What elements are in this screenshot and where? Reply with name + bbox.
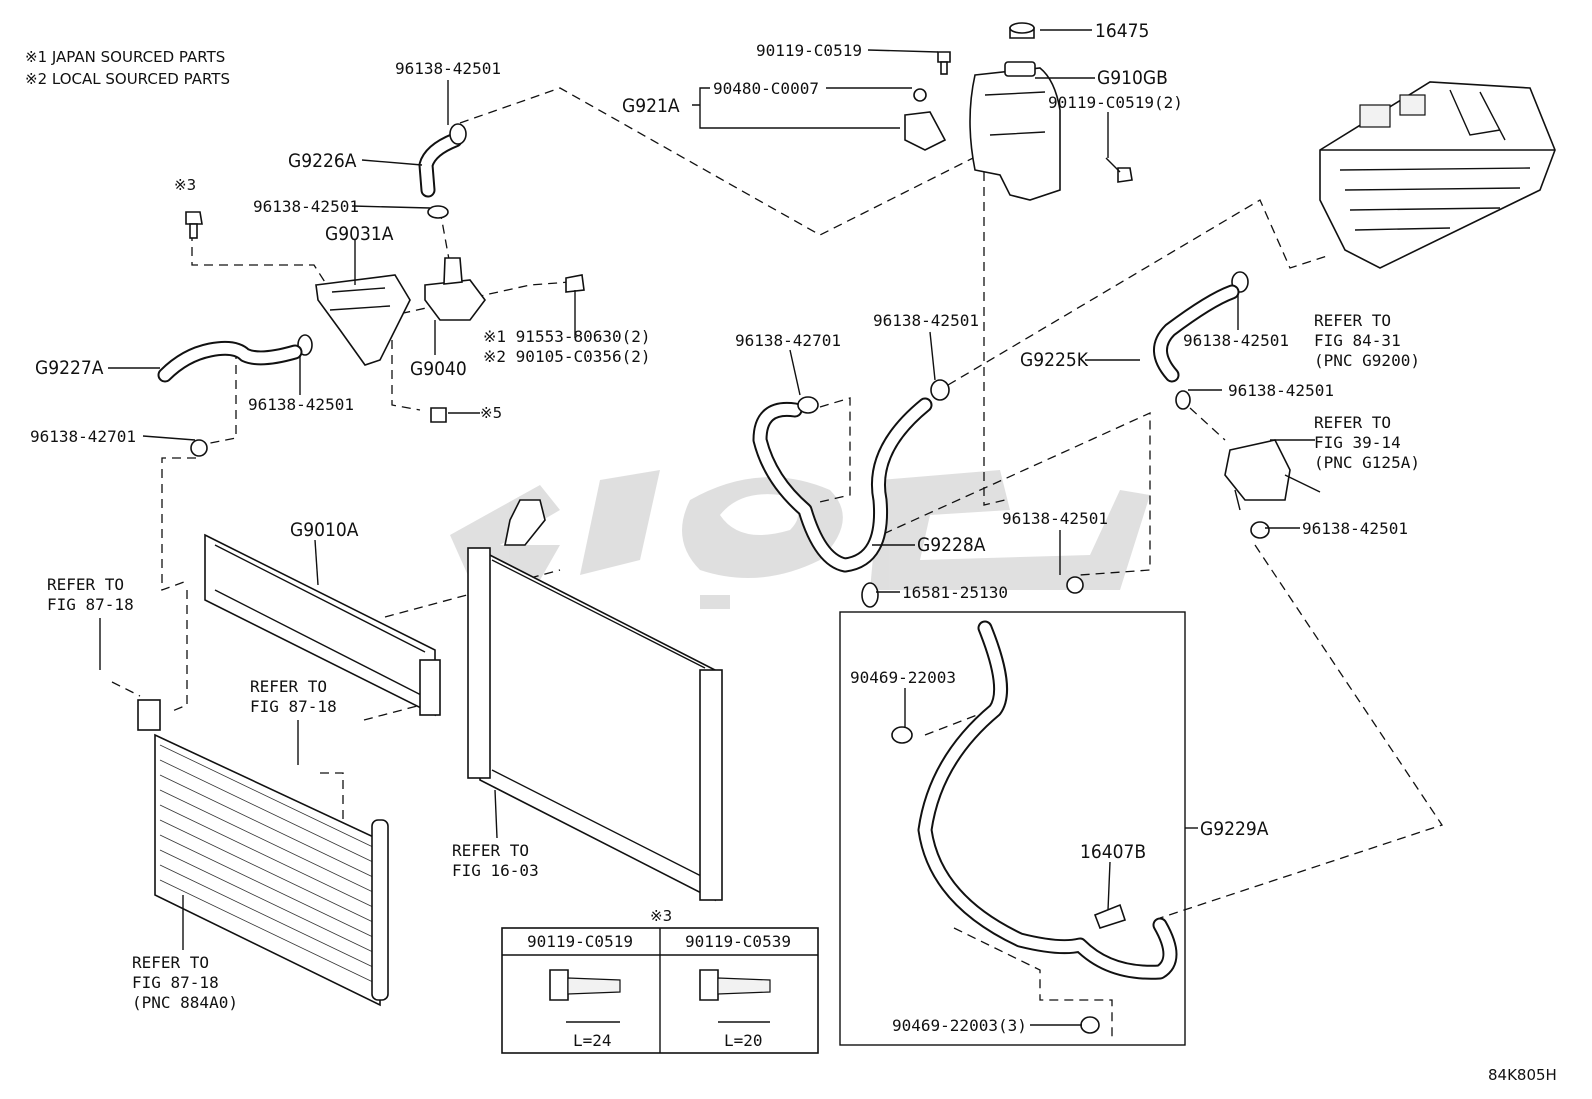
electric-water-pump [1224,439,1321,511]
bolt-small [937,51,1133,183]
water-pump-g9040 [424,257,486,321]
leader-lines [99,29,1315,1026]
label-g9040: G9040 [410,358,467,380]
hose-clamp [190,123,467,457]
label-g910gb: G910GB [1097,67,1168,89]
label-90105-c0356: ※2 90105-C0356(2) [483,347,651,366]
label-96138-42701-mid: 96138-42701 [735,331,841,350]
hose-g9228a [752,397,933,573]
label-90469-22003-3: 90469-22003(3) [892,1016,1027,1035]
note-japan-sourced: ※1 JAPAN SOURCED PARTS [25,48,225,66]
bolt-table-col2: 90119-C0539 [685,932,791,951]
label-refer-16-03-line2: FIG 16-03 [452,861,539,880]
bolt-table-col1: 90119-C0519 [527,932,633,951]
bolts-left [185,211,585,423]
label-refer-87-18-bl-line1: REFER TO [132,953,209,972]
diagram-id: 84K805H [1488,1066,1557,1084]
hose-g9225k [1153,284,1240,383]
label-g9226a: G9226A [288,150,357,172]
label-g9031a: G9031A [325,223,394,245]
label-g921a: G921A [622,95,680,117]
label-note3-top: ※3 [174,176,196,194]
label-90469-22003-a: 90469-22003 [850,668,956,687]
label-90119-c0519-2: 90119-C0519(2) [1048,93,1183,112]
label-g9227a: G9227A [35,357,104,379]
label-g9229a: G9229A [1200,818,1269,840]
label-96138-42701-left: 96138-42701 [30,427,136,446]
label-refer-87-18-bl-line2: FIG 87-18 [132,973,219,992]
bolt-table-note: ※3 [650,907,672,925]
label-16581-25130: 16581-25130 [902,583,1008,602]
reservoir-bracket [904,88,947,151]
label-refer-87-18-bl-line3: (PNC 884A0) [132,993,238,1012]
bolt-spec-table [501,927,819,1054]
label-96138-42501-lower: 96138-42501 [1002,509,1108,528]
condenser-assembly [137,699,389,1007]
label-refer-16-03-line1: REFER TO [452,841,529,860]
label-g9228a: G9228A [917,534,986,556]
bracket-g9031a [315,274,411,366]
label-16475: 16475 [1095,20,1149,42]
label-96138-42501-left: 96138-42501 [248,395,354,414]
label-96138-42501-top: 96138-42501 [395,59,501,78]
label-96138-42501-right2: 96138-42501 [1228,381,1334,400]
label-g9225k: G9225K [1020,349,1089,371]
label-91553-80630: ※1 91553-80630(2) [483,327,651,346]
label-refer-39-14-line1: REFER TO [1314,413,1391,432]
label-g9010a: G9010A [290,519,359,541]
label-refer-87-18-mid-line1: REFER TO [250,677,327,696]
hose-clamp [797,271,1270,608]
label-96138-42501-right1: 96138-42501 [1183,331,1289,350]
label-refer-87-18-mid-line2: FIG 87-18 [250,697,337,716]
label-96138-42501-center: 96138-42501 [873,311,979,330]
radiator-assembly [467,499,723,902]
inverter-assembly [1319,81,1556,269]
bolt-table-len1: L=24 [573,1031,612,1050]
label-96138-42501-right3: 96138-42501 [1302,519,1408,538]
label-refer-87-18-tl-line2: FIG 87-18 [47,595,134,614]
label-refer-84-31-line1: REFER TO [1314,311,1391,330]
condenser-fins [159,744,376,984]
label-refer-87-18-tl-line1: REFER TO [47,575,124,594]
label-96138-42501-mid: 96138-42501 [253,197,359,216]
label-refer-84-31-line2: FIG 84-31 [1314,331,1401,350]
label-note5: ※5 [480,404,502,422]
hose-g9227a [157,340,303,383]
intercooler-g9010a [204,533,441,717]
label-refer-84-31-line3: (PNC G9200) [1314,351,1420,370]
label-refer-39-14-line2: FIG 39-14 [1314,433,1401,452]
label-90119-c0519-top: 90119-C0519 [756,41,862,60]
label-refer-39-14-line3: (PNC G125A) [1314,453,1420,472]
bolt-table-len2: L=20 [724,1031,763,1050]
note-local-sourced: ※2 LOCAL SOURCED PARTS [25,70,230,88]
hose-g9226a [418,132,463,198]
label-16407b: 16407B [1080,841,1146,863]
label-90480-c0007: 90480-C0007 [713,79,819,98]
